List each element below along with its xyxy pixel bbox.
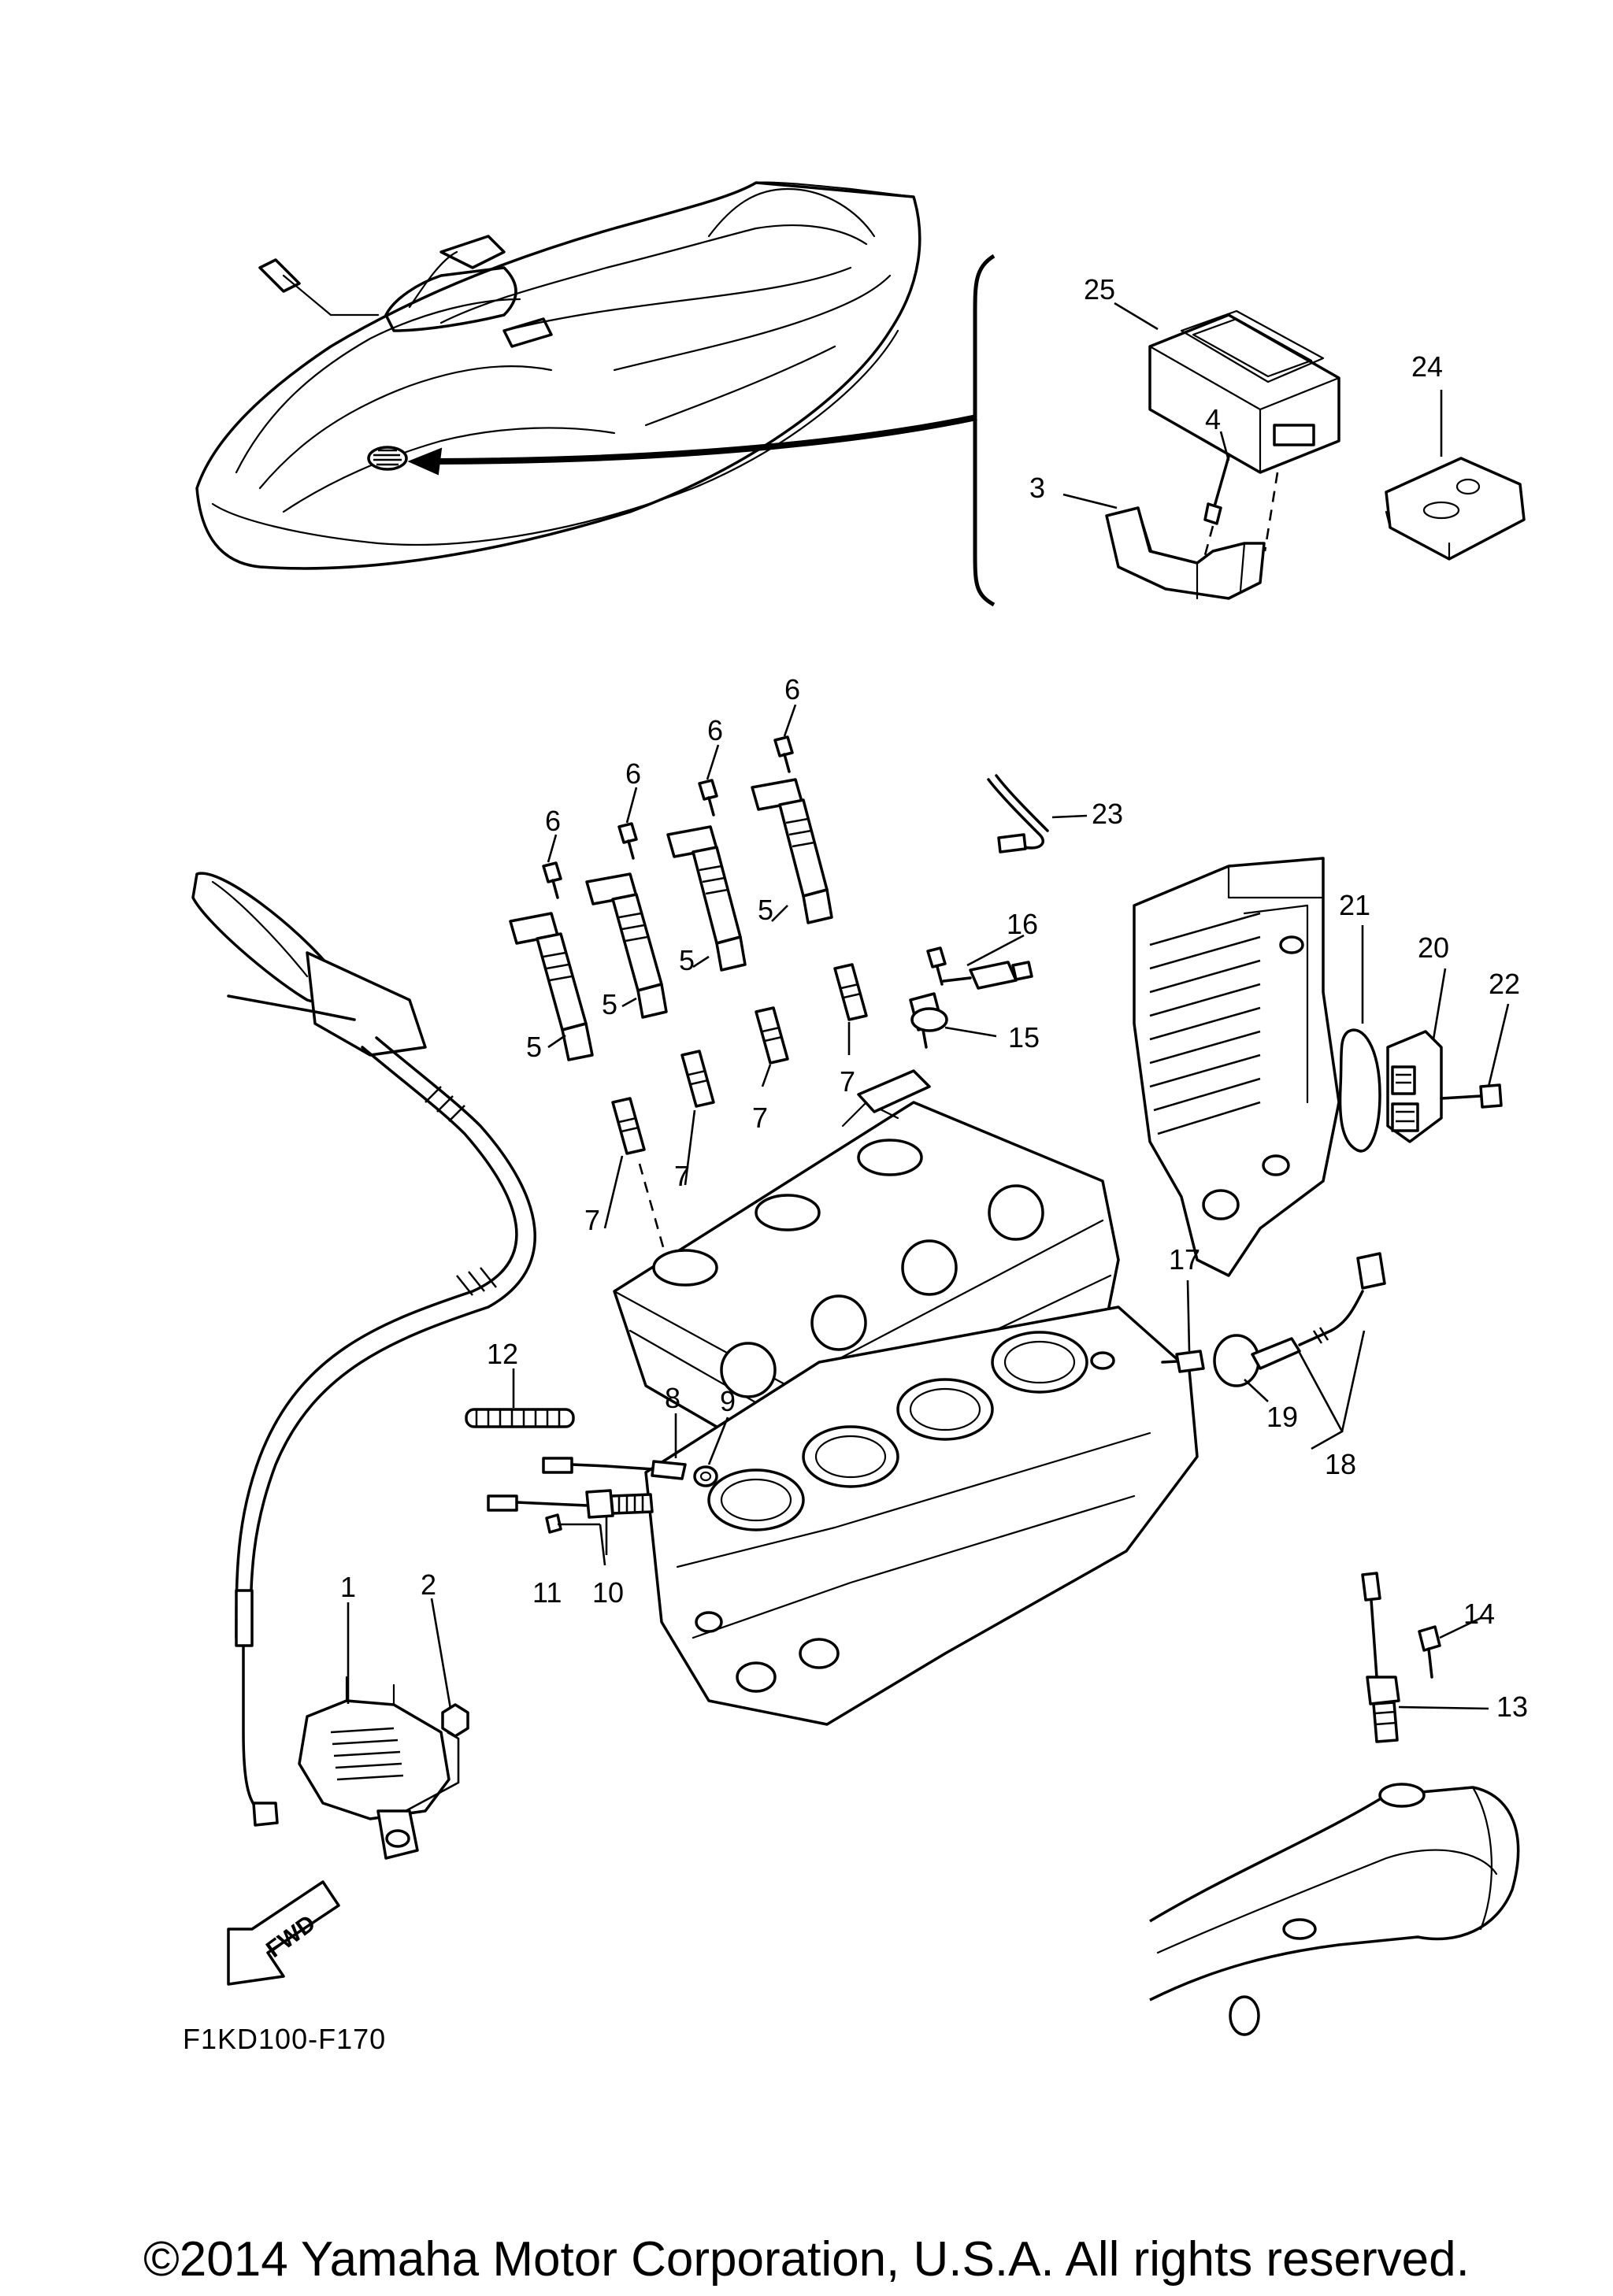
callout-15: 15 [1008,1021,1040,1054]
callout-9: 9 [720,1385,736,1417]
callout-22: 22 [1489,968,1520,1000]
callout-21: 21 [1339,889,1370,921]
callout-4: 4 [1205,403,1221,435]
throttle-cable [191,872,536,1827]
callout-8: 8 [665,1382,680,1414]
ecu-assembly [1105,309,1526,600]
copyright-notice: ©2014 Yamaha Motor Corporation, U.S.A. A… [143,2232,1470,2287]
ignition-coils [509,735,833,1061]
callout-5d: 5 [526,1031,542,1063]
sensor-17-18-19 [1161,1252,1386,1387]
diagram-code: F1KD100-F170 [183,2023,386,2055]
strap-23 [987,774,1049,854]
sensor-8-9 [542,1457,718,1487]
callout-23: 23 [1092,798,1123,830]
leader-lines [347,302,1510,1813]
callout-12: 12 [487,1338,518,1370]
callout-labels: 25 24 4 3 6 6 6 6 23 21 5 16 20 5 22 5 1… [183,273,1528,2055]
callout-19: 19 [1266,1401,1298,1433]
callout-6d: 6 [545,805,561,837]
manifold-right [1133,857,1503,1277]
callout-20: 20 [1418,931,1449,964]
spark-plugs [611,963,868,1265]
callout-5b: 5 [679,944,695,976]
callout-17: 17 [1169,1243,1200,1276]
watercraft-illustration [195,181,996,607]
callout-5a: 5 [758,894,773,926]
callout-7d: 7 [584,1204,600,1236]
sensor-15-16 [909,946,1033,1049]
callout-10: 10 [592,1576,624,1609]
engine-cylinder-block [644,1305,1199,1726]
callout-24: 24 [1411,350,1443,383]
sensor-10-11 [487,1489,654,1534]
callout-6c: 6 [625,757,641,790]
callout-18: 18 [1325,1448,1356,1480]
callout-7b: 7 [752,1102,768,1134]
callout-6a: 6 [784,673,800,705]
callout-13: 13 [1496,1691,1528,1723]
callout-14: 14 [1463,1598,1495,1630]
callout-7a: 7 [840,1065,855,1098]
hose-12 [465,1408,575,1428]
callout-3: 3 [1029,472,1045,504]
sensor-13-14 [1149,1572,1520,2036]
callout-7c: 7 [674,1160,690,1192]
callout-25: 25 [1084,273,1115,306]
fwd-arrow-icon: FWD [227,1880,340,1986]
callout-5c: 5 [602,988,617,1020]
callout-2: 2 [421,1568,436,1601]
throttle-body [298,1676,469,1860]
callout-1: 1 [340,1571,356,1603]
callout-16: 16 [1007,908,1038,940]
callout-11: 11 [532,1576,562,1609]
callout-6b: 6 [707,714,723,746]
